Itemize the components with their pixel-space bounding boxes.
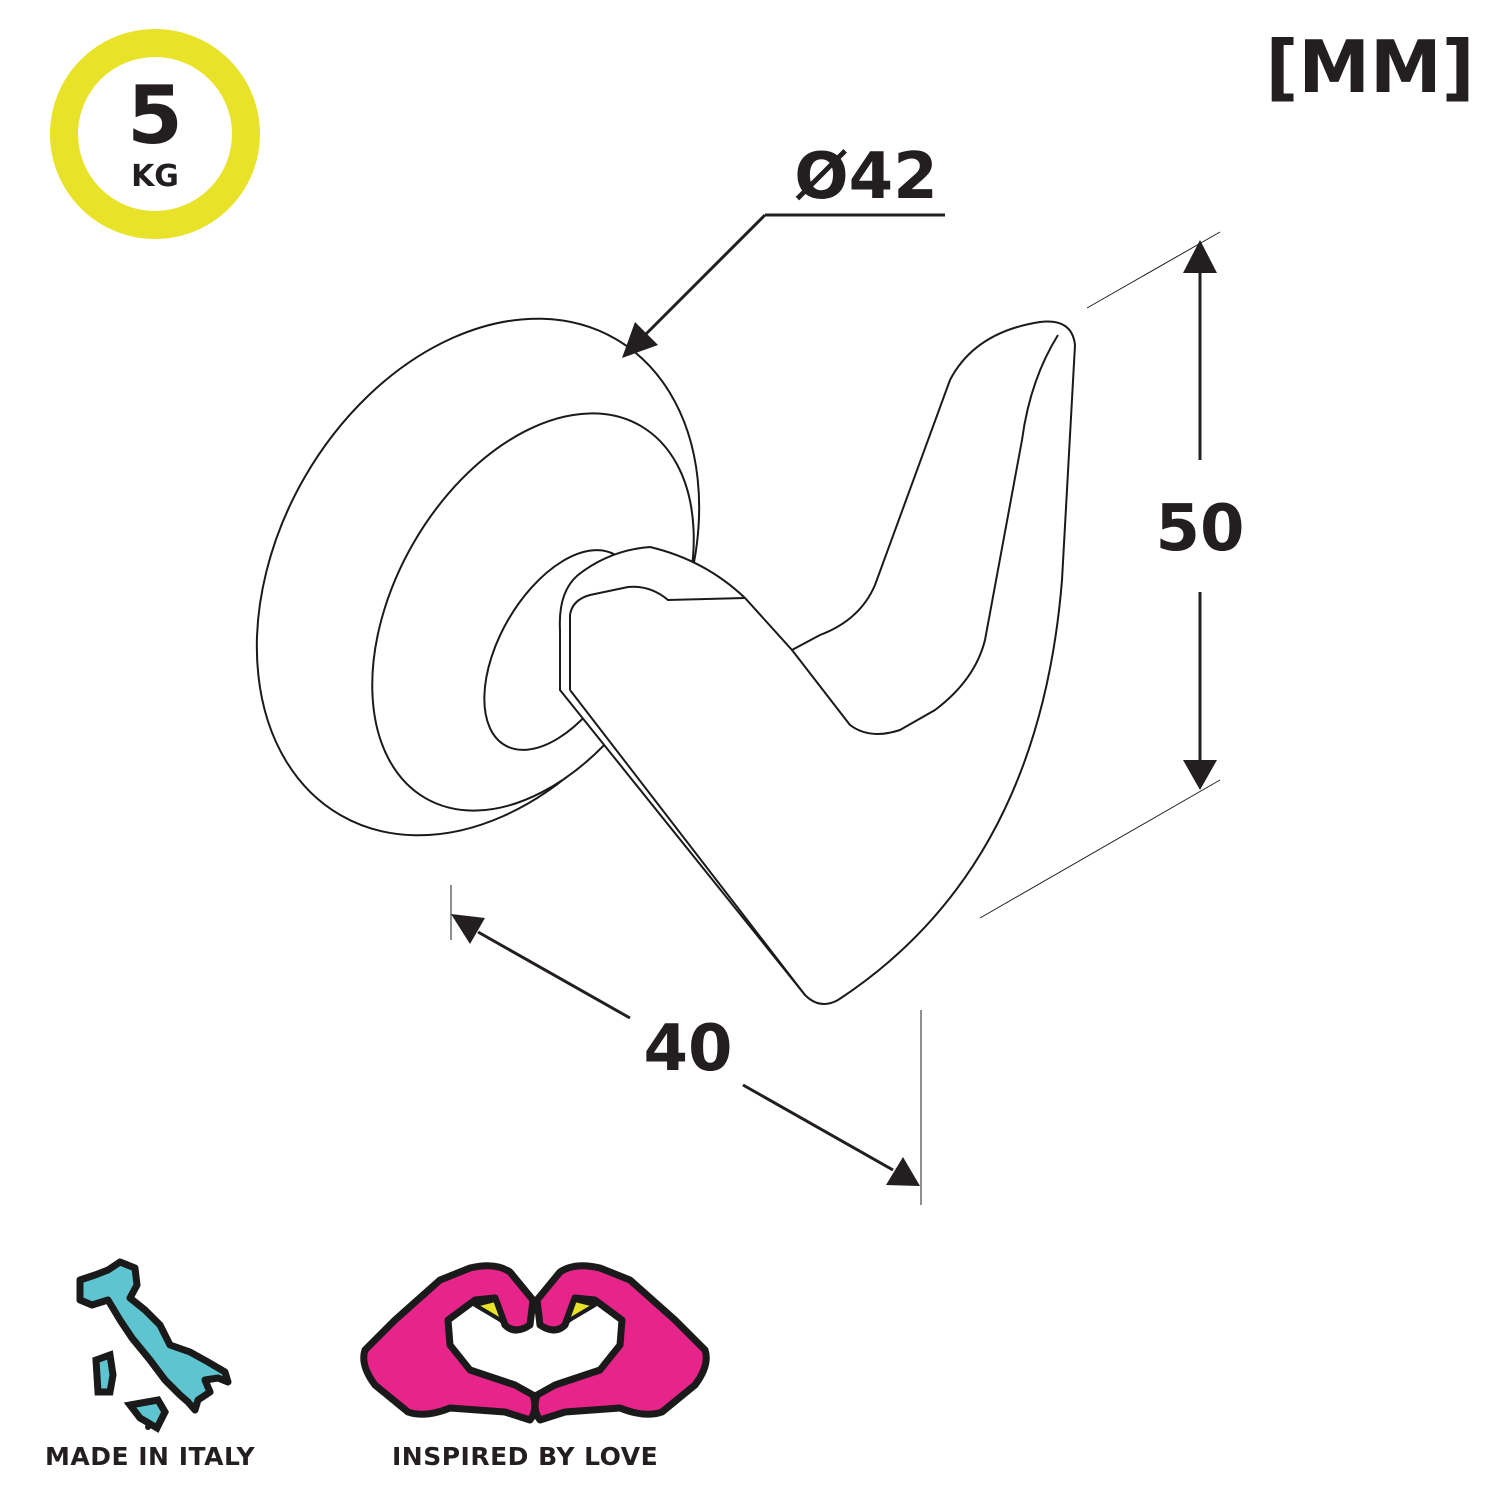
- hook-body: [558, 320, 1077, 1005]
- depth-dimension: [450, 885, 922, 1205]
- badge-value: 5: [127, 69, 183, 162]
- weight-badge: 5 KG: [50, 29, 260, 239]
- badge-ring: [50, 29, 260, 239]
- units-label: [MM]: [1265, 25, 1474, 109]
- height-label: 50: [1155, 492, 1244, 566]
- depth-label: 40: [643, 1012, 732, 1086]
- malta-dot: [145, 1424, 151, 1430]
- height-dimension: [979, 231, 1221, 919]
- italy-map-icon: [76, 1258, 232, 1414]
- hook-drawing: [255, 317, 1077, 1005]
- sicily-icon: [123, 1396, 169, 1433]
- hook-edge-inner: [569, 334, 1059, 735]
- made-in-italy-label: MADE IN ITALY: [45, 1442, 256, 1471]
- heart-hands-icon: [360, 1262, 710, 1424]
- sardinia-icon: [92, 1350, 117, 1396]
- diameter-dimension: [622, 213, 945, 358]
- inspired-by-love-label: INSPIRED BY LOVE: [392, 1442, 659, 1471]
- diameter-label: Ø42: [794, 140, 937, 214]
- badge-unit: KG: [131, 159, 179, 194]
